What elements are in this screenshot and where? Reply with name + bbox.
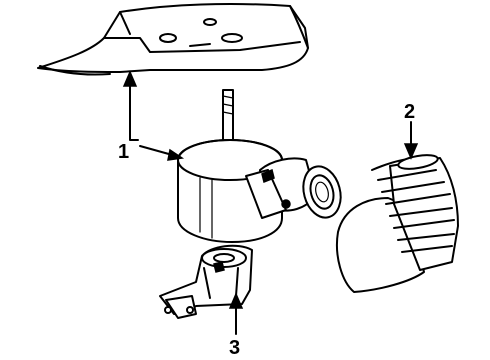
upper-mount-bracket: [37, 3, 309, 76]
callout-1: 1: [118, 141, 129, 163]
callout-2: 2: [404, 101, 415, 123]
mount-insulator: [177, 89, 342, 243]
intake-hose: [336, 154, 459, 293]
lower-bracket: [159, 244, 253, 319]
leader-lines: [122, 70, 419, 335]
callout-3: 3: [229, 337, 240, 359]
